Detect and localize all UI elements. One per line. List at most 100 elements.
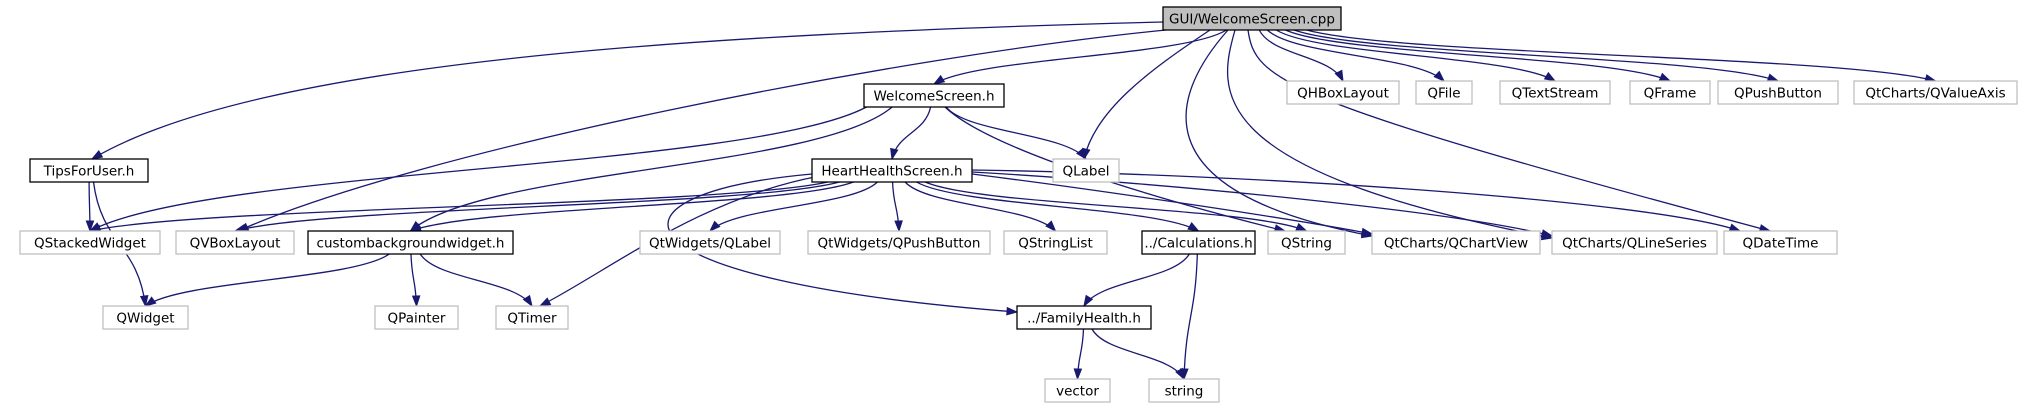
node-qlabel: QLabel [1052,158,1120,183]
nodes-layer: GUI/WelcomeScreen.cppWelcomeScreen.hTips… [19,6,2018,403]
node-calc-h-label: ../Calculations.h [1144,236,1252,252]
edge-heart-h-to-custom-h [409,181,854,232]
edge-heart-h-to-qvbox-line [234,181,840,232]
node-family-h-label: ../FamilyHealth.h [1027,311,1141,327]
node-qframe: QFrame [1629,80,1711,105]
node-welcome-h[interactable]: WelcomeScreen.h [863,83,1005,108]
node-family-h-box [1016,305,1152,330]
node-vector: vector [1044,378,1111,403]
node-heart-h[interactable]: HeartHealthScreen.h [811,158,973,183]
edge-heart-h-to-qstringlist-line [904,181,1056,232]
node-qpainter: QPainter [374,305,459,330]
edge-calc-h-to-family-h-line [1083,253,1190,307]
node-tips-h-box [29,158,149,183]
edge-heart-h-to-qtw-label-arrowhead [708,220,721,233]
edge-family-h-to-string-line [1091,328,1185,380]
node-welcome-cpp[interactable]: GUI/WelcomeScreen.cpp [1162,6,1342,31]
node-qstring-box [1267,230,1346,255]
edge-welcome-cpp-to-qdatetime-line [1247,29,1771,232]
node-vector-label: vector [1056,384,1099,400]
edge-heart-h-to-qchartview-line [971,173,1373,235]
node-qtextstream-box [1499,80,1611,105]
edge-welcome-h-to-heart-h-arrowhead [890,147,899,161]
edge-calc-h-to-string-line [1183,253,1198,380]
edges-layer [85,21,1937,381]
node-qtimer-box [495,305,569,330]
node-qhbox: QHBoxLayout [1286,80,1400,105]
node-qfile-label: QFile [1427,86,1460,102]
edge-welcome-cpp-to-qpushbutton-arrowhead [1766,73,1780,82]
node-heart-h-label: HeartHealthScreen.h [821,164,962,180]
edge-welcome-h-to-heart-h [890,106,932,161]
node-qchartview: QtCharts/QChartView [1371,230,1541,255]
edge-custom-h-to-qwidget-line [145,253,390,307]
node-welcome-h-box [863,83,1005,108]
node-qwidget-box [102,305,189,330]
node-qdatetime: QDateTime [1723,230,1838,255]
edge-custom-h-to-qpainter-arrowhead [411,295,421,308]
edge-heart-h-to-qstringlist [904,181,1057,233]
node-qchartview-label: QtCharts/QChartView [1384,236,1528,252]
edge-welcome-h-to-qlabel-line [945,106,1087,160]
edge-heart-h-to-qvbox [233,181,840,233]
node-qdatetime-label: QDateTime [1743,236,1819,252]
edge-heart-h-to-qchartview [971,173,1374,237]
node-tips-h[interactable]: TipsForUser.h [29,158,149,183]
node-qtw-push-label: QtWidgets/QPushButton [818,236,981,252]
node-custom-h[interactable]: custombackgroundwidget.h [307,230,514,255]
edge-heart-h-to-qstringlist-arrowhead [1045,220,1057,233]
node-qstringlist-box [1003,230,1108,255]
edge-welcome-cpp-to-qlabel-line [1083,29,1211,160]
node-calc-h-box [1141,230,1256,255]
node-qfile-box [1415,80,1473,105]
node-qlabel-box [1052,158,1120,183]
edge-welcome-cpp-to-qfile-arrowhead [1433,70,1446,83]
node-qfile: QFile [1415,80,1473,105]
edge-welcome-cpp-to-tips-h-arrowhead [90,149,104,160]
edge-welcome-cpp-to-qhbox [1258,29,1344,83]
edge-welcome-cpp-to-qvalueaxis-line [1306,29,1936,82]
node-qpainter-label: QPainter [388,311,446,327]
node-custom-h-label: custombackgroundwidget.h [317,236,505,252]
node-qstring: QString [1267,230,1346,255]
edge-welcome-cpp-to-qchartview [1185,29,1374,239]
node-qvbox: QVBoxLayout [175,230,295,255]
node-qvbox-label: QVBoxLayout [190,236,281,252]
node-welcome-cpp-label: GUI/WelcomeScreen.cpp [1169,12,1335,28]
node-welcome-cpp-box [1162,6,1342,31]
node-qchartview-box [1371,230,1541,255]
edge-welcome-h-to-heart-h-line [891,106,932,160]
edge-welcome-cpp-to-qpushbutton [1293,29,1780,82]
node-qwidget-label: QWidget [116,311,174,327]
node-qvalueaxis: QtCharts/QValueAxis [1853,80,2018,105]
node-qstringlist-label: QStringList [1018,236,1093,252]
node-heart-h-box [811,158,973,183]
edge-custom-h-to-qtimer-line [419,253,533,307]
node-custom-h-box [307,230,514,255]
edge-calc-h-to-family-h [1083,253,1190,308]
node-qvalueaxis-box [1853,80,2018,105]
edge-heart-h-to-qtw-label [708,181,878,233]
edge-welcome-cpp-to-qfile [1266,29,1446,83]
node-calc-h[interactable]: ../Calculations.h [1141,230,1256,255]
node-qstacked-box [19,230,161,255]
edge-welcome-cpp-to-qvbox-line [237,29,1167,232]
edge-tips-h-to-qstacked-arrowhead [85,220,95,233]
node-string: string [1148,378,1220,403]
node-qhbox-label: QHBoxLayout [1297,86,1389,102]
node-family-h[interactable]: ../FamilyHealth.h [1016,305,1152,330]
edge-welcome-cpp-to-qpushbutton-line [1293,29,1779,82]
node-qlineseries-box [1551,230,1718,255]
edge-welcome-cpp-to-qfile-line [1266,29,1445,82]
node-string-label: string [1165,384,1204,400]
edge-welcome-h-to-qstacked [88,106,867,232]
edge-heart-h-to-calc-h-arrowhead [1187,222,1200,232]
node-qstringlist: QStringList [1003,230,1108,255]
node-qlineseries-label: QtCharts/QLineSeries [1562,236,1707,252]
edge-family-h-to-string-arrowhead [1175,367,1185,381]
node-qtw-label: QtWidgets/QLabel [639,230,781,255]
edge-welcome-cpp-to-qframe-arrowhead [1658,72,1672,82]
edge-calc-h-to-family-h-arrowhead [1083,294,1094,308]
edge-welcome-h-to-qlabel-arrowhead [1076,148,1087,161]
edge-welcome-h-to-qstacked-line [89,106,867,232]
